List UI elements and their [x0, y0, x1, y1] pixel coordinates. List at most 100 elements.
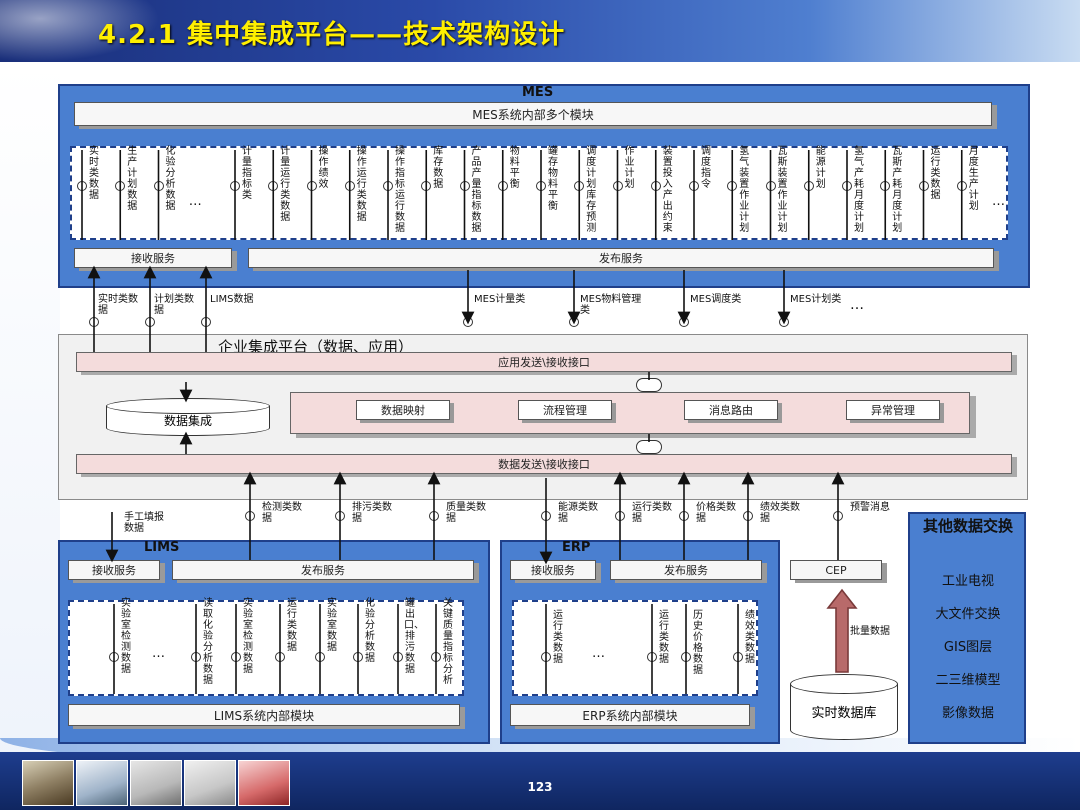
other-exchange-block	[908, 512, 1026, 744]
platform-service: 消息路由	[684, 400, 778, 420]
mes-module-label: 运行类数据	[930, 146, 941, 201]
lims-publish-service: 发布服务	[172, 560, 474, 580]
lims-receive-service: 接收服务	[68, 560, 160, 580]
cep-batch-label: 批量数据	[850, 626, 890, 637]
lims-module-label: 罐出口、排污数据	[404, 598, 424, 675]
mes-module-label: 物料平衡	[509, 146, 520, 190]
mes-module-ellipsis: …	[188, 194, 202, 209]
mes-module-label: 实时类数据	[89, 146, 99, 201]
footer-photo-5	[238, 760, 290, 806]
mes-module-label: 瓦斯产耗月度计划	[892, 146, 903, 234]
mes-modules-area	[70, 146, 1008, 240]
other-exchange-item: 影像数据	[941, 706, 994, 721]
flow-label: 检测类数据	[262, 502, 302, 524]
erp-internal-bar: ERP系统内部模块	[510, 704, 750, 726]
mes-module-ellipsis: …	[992, 194, 1005, 209]
mes-out-label: MES计量类	[474, 294, 526, 305]
page-number: 123	[527, 780, 553, 794]
platform-app-bar: 应用发送\接收接口	[76, 352, 1012, 372]
erp-module-label: 运行类数据	[659, 610, 669, 665]
erp-module-label: 运行类数据	[553, 610, 563, 665]
mes-out-ellipsis: …	[850, 297, 868, 313]
mes-module-label: 计量指标类	[242, 146, 252, 201]
flow-label: 价格类数据	[696, 502, 736, 524]
mes-in-label: 计划类数据	[154, 294, 194, 316]
lims-module-label: 化验分析数据	[365, 598, 375, 664]
mes-module-label: 计量运行类数据	[280, 146, 291, 223]
platform-data-bar: 数据发送\接收接口	[76, 454, 1012, 474]
footer-photo-3	[130, 760, 182, 806]
lims-module-label: 读取化验分析数据	[203, 598, 213, 686]
mes-module-label: 能源计划	[815, 146, 826, 190]
platform-title: 企业集成平台（数据、应用）	[218, 338, 414, 356]
mes-in-label: 实时类数据	[98, 294, 138, 316]
mes-in-label: LIMS数据	[210, 294, 254, 305]
mes-publish-service: 发布服务	[248, 248, 994, 268]
slide-header	[0, 0, 1080, 62]
mes-out-label: MES调度类	[690, 294, 742, 305]
platform-service: 流程管理	[518, 400, 612, 420]
mes-module-label: 氢气装置作业计划	[739, 146, 750, 234]
erp-title: ERP	[562, 540, 591, 555]
mes-internal-bar: MES系统内部多个模块	[74, 102, 992, 126]
mes-title: MES	[522, 85, 554, 100]
mes-module-label: 操作指标运行数据	[395, 146, 405, 234]
flow-label: 绩效类数据	[760, 502, 800, 524]
mes-module-label: 作业计划	[624, 146, 635, 190]
mes-module-label: 操作运行类数据	[356, 146, 367, 223]
header-glow	[0, 0, 160, 62]
platform-service: 异常管理	[846, 400, 940, 420]
realtime-db: 实时数据库	[790, 674, 898, 740]
lims-module-label: 运行类数据	[287, 598, 297, 653]
flow-label: 能源类数据	[558, 502, 598, 524]
platform-service: 数据映射	[356, 400, 450, 420]
erp-receive-service: 接收服务	[510, 560, 596, 580]
erp-module-label: 绩效类数据	[745, 610, 755, 665]
mes-out-label: MES物料管理类	[580, 294, 642, 316]
lims-module-label: 实验室数据	[327, 598, 337, 653]
erp-module-ellipsis: …	[592, 646, 605, 661]
mes-module-label: 库存数据	[433, 146, 444, 190]
footer-photo-2	[76, 760, 128, 806]
mes-module-label: 调度指令	[701, 146, 711, 190]
data-integration-label: 数据集成	[163, 414, 212, 428]
mes-module-label: 生产计划数据	[127, 146, 138, 212]
lims-module-ellipsis: …	[152, 646, 165, 661]
erp-modules-area	[512, 600, 758, 696]
flow-label: 运行类数据	[632, 502, 672, 524]
mes-module-label: 罐存物料平衡	[548, 146, 558, 212]
footer-photo-1	[22, 760, 74, 806]
batch-data-arrow	[826, 588, 858, 673]
lims-title: LIMS	[144, 540, 180, 555]
other-exchange-item: 二三维模型	[935, 673, 1001, 688]
mes-module-label: 月度生产计划	[968, 146, 979, 212]
other-exchange-item: 大文件交换	[935, 607, 1001, 622]
other-exchange-item: 工业电视	[941, 574, 994, 589]
lims-module-label: 实验室检测数据	[121, 598, 131, 675]
slide-sidebar	[0, 62, 60, 772]
flow-label: 手工填报数据	[124, 512, 164, 534]
realtime-db-label: 实时数据库	[811, 706, 877, 721]
mes-module-label: 产品产量指标数据	[471, 146, 482, 234]
flow-label: 预警消息	[850, 502, 890, 513]
lims-internal-bar: LIMS系统内部模块	[68, 704, 460, 726]
footer-photo-4	[184, 760, 236, 806]
cep-box: CEP	[790, 560, 882, 580]
other-exchange-title: 其他数据交换	[922, 517, 1013, 535]
mes-module-label: 操作绩效	[318, 146, 329, 190]
mes-module-label: 装置投入产出约束	[662, 146, 673, 234]
flow-label: 排污类数据	[352, 502, 392, 524]
mes-module-label: 化验分析数据	[165, 146, 176, 212]
erp-module-label: 历史价格数据	[693, 610, 703, 676]
slide-title: 4.2.1 集中集成平台——技术架构设计	[98, 20, 566, 50]
other-exchange-item: GIS图层	[943, 640, 993, 655]
mes-module-label: 调度计划库存预测	[586, 146, 597, 234]
mes-module-label: 瓦斯装置作业计划	[777, 146, 788, 234]
mes-out-label: MES计划类	[790, 294, 842, 305]
mes-module-label: 氢气产耗月度计划	[854, 146, 864, 234]
lims-module-label: 关键质量指标分析	[443, 598, 453, 686]
flow-label: 质量类数据	[446, 502, 486, 524]
lims-module-label: 实验室检测数据	[243, 598, 253, 675]
erp-publish-service: 发布服务	[610, 560, 762, 580]
